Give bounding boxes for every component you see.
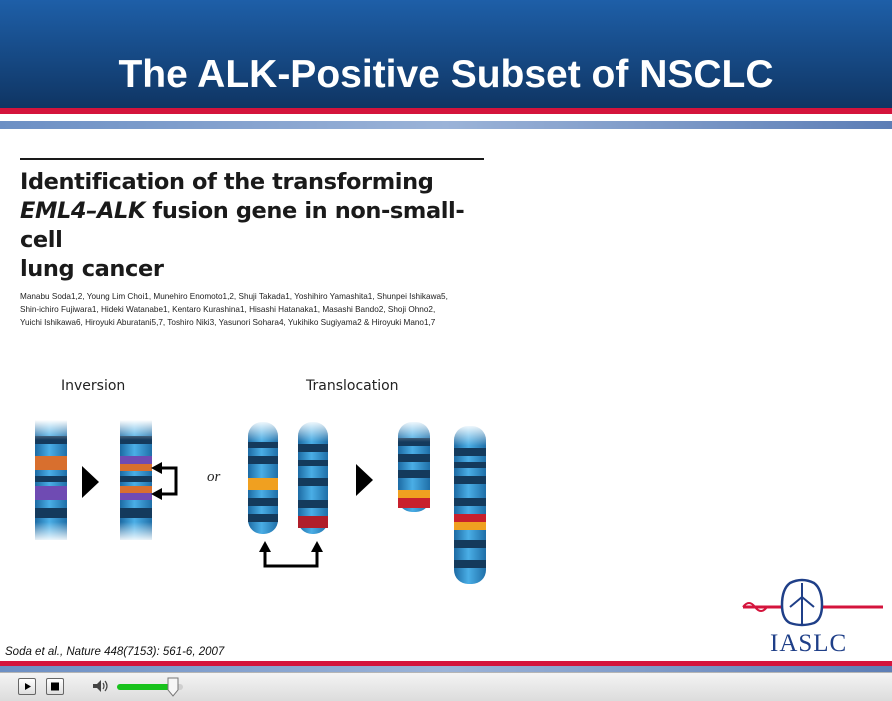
translocation-arrowhead-right-icon [311, 541, 323, 552]
chromosome-left-before-translocation [248, 420, 278, 534]
inversion-arrowhead-bottom-icon [151, 488, 162, 500]
chromosome-short-after-translocation [398, 420, 430, 512]
translocation-arrow-icon [356, 464, 373, 496]
translocation-bracket-icon [265, 552, 317, 566]
chromosome-before-inversion [35, 420, 67, 542]
volume-slider-fill [117, 684, 173, 690]
chromosome-right-before-translocation [298, 420, 328, 534]
inversion-arrow-icon [82, 466, 99, 498]
stop-button[interactable] [46, 678, 64, 695]
citation: Soda et al., Nature 448(7153): 561-6, 20… [5, 646, 224, 658]
speaker-icon[interactable] [92, 678, 108, 694]
volume-slider-thumb[interactable] [167, 677, 179, 697]
inversion-arrowhead-top-icon [151, 462, 162, 474]
inversion-bracket-icon [160, 468, 176, 494]
iaslc-logo-text: IASLC [770, 630, 847, 658]
chromosome-diagram [0, 0, 892, 672]
play-icon [19, 679, 35, 694]
play-button[interactable] [18, 678, 36, 695]
iaslc-logo-icon [735, 575, 885, 635]
slide: The ALK-Positive Subset of NSCLC Identif… [0, 0, 892, 672]
chromosome-long-after-translocation [454, 424, 486, 584]
stop-icon [47, 679, 63, 694]
translocation-arrowhead-left-icon [259, 541, 271, 552]
chromosome-after-inversion [120, 420, 152, 542]
